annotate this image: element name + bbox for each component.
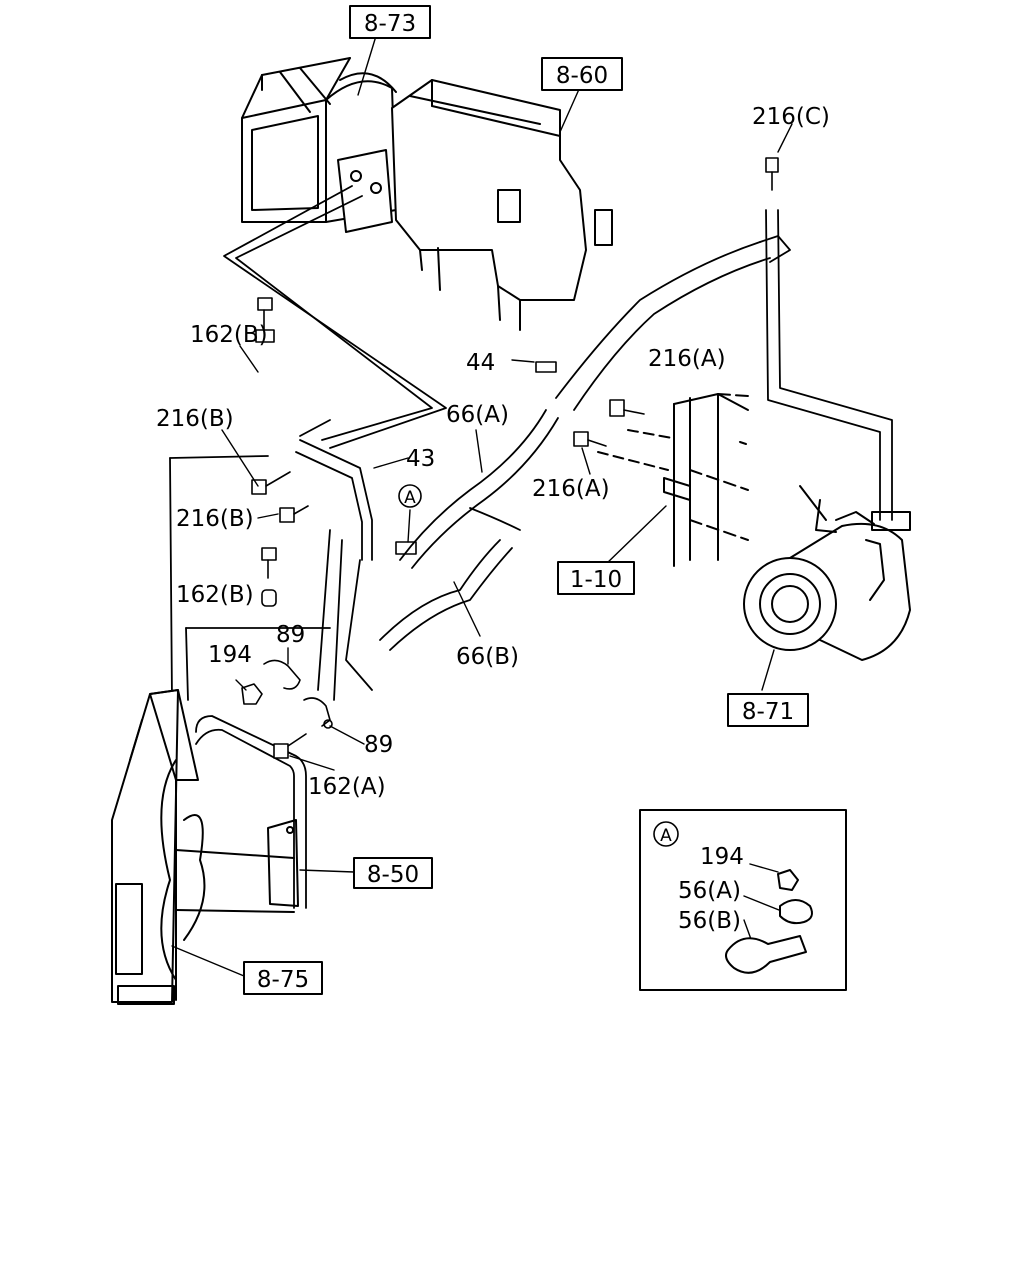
ref-8-73-label: 8-73 — [364, 11, 416, 37]
clip-89-lower-label: 89 — [364, 732, 393, 758]
detail-nut-194-label: 194 — [700, 844, 744, 870]
bolt-162a-label: 162(A) — [308, 774, 386, 800]
detail-clamp-56b-glyph — [725, 935, 807, 974]
detail-clamp-56a-label: 56(A) — [678, 878, 741, 904]
leader-lines — [171, 35, 793, 977]
fastener-glyphs — [241, 157, 779, 759]
bolt-216b-lower-label: 216(B) — [176, 506, 254, 532]
detail-clamp-56a-glyph — [779, 899, 813, 925]
piping-network — [169, 185, 893, 909]
hose-66b-label: 66(B) — [456, 644, 519, 670]
bolt-216a-upper-label: 216(A) — [648, 346, 726, 372]
bolt-162b-top-label: 162(B) — [190, 322, 268, 348]
callout-labels: 8-73 8-60 216(C) 162(B) 44 216(A) 216(B)… — [156, 5, 830, 995]
bolt-216c-label: 216(C) — [752, 104, 830, 130]
detail-nut-glyph — [777, 869, 799, 891]
compressor-assembly — [743, 485, 911, 661]
hose-66a-label: 66(A) — [446, 402, 509, 428]
nut-194-label: 194 — [208, 642, 252, 668]
clip-89-upper-label: 89 — [276, 622, 305, 648]
ref-8-75-label: 8-75 — [257, 967, 309, 993]
bolt-216b-upper-label: 216(B) — [156, 406, 234, 432]
radiator-assembly — [597, 393, 749, 567]
ref-1-10-label: 1-10 — [570, 567, 622, 593]
bolt-162b-mid-label: 162(B) — [176, 582, 254, 608]
heater-unit-assembly — [241, 57, 613, 331]
bolt-216a-lower-label: 216(A) — [532, 476, 610, 502]
marker-a-label: A — [404, 488, 416, 508]
pipe-44-label: 44 — [466, 350, 495, 376]
detail-clamp-56b-label: 56(B) — [678, 908, 741, 934]
ref-8-50-label: 8-50 — [367, 862, 419, 888]
ref-8-71-label: 8-71 — [742, 699, 794, 725]
detail-a-marker: A — [660, 826, 672, 846]
condenser-fan-assembly — [111, 689, 299, 1005]
detail-a-inset: A 194 56(A) 56(B) — [639, 809, 847, 991]
ref-8-60-label: 8-60 — [556, 63, 608, 89]
pipe-43-label: 43 — [406, 446, 435, 472]
